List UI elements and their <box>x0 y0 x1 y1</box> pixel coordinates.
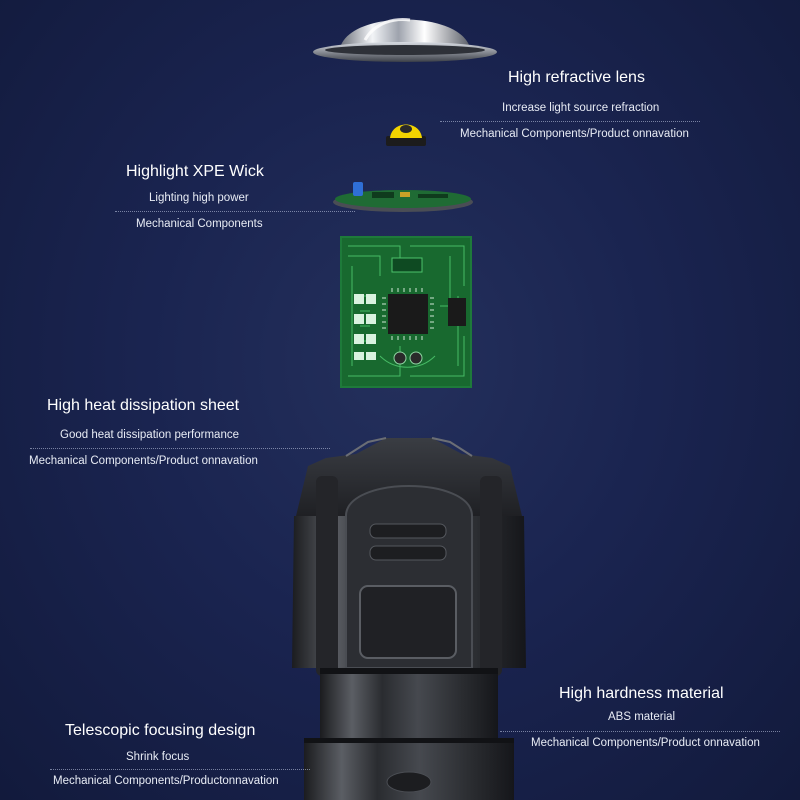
driver-board-image <box>333 182 473 212</box>
hardness-line1: ABS material <box>608 711 676 723</box>
heat-line2: Mechanical Components/Product onnavation <box>29 455 258 467</box>
focus-line1: Shrink focus <box>126 751 190 763</box>
lens-line1: Increase light source refraction <box>502 102 660 114</box>
lens-line2: Mechanical Components/Product onnavation <box>460 128 689 140</box>
focus-line2: Mechanical Components/Productonnavation <box>53 775 279 787</box>
wick-line1: Lighting high power <box>149 192 249 204</box>
heat-divider <box>30 448 330 449</box>
lens-title: High refractive lens <box>508 69 645 86</box>
heat-line1: Good heat dissipation performance <box>60 429 239 441</box>
hardness-title: High hardness material <box>559 685 724 702</box>
led-chip-image <box>386 124 426 146</box>
wick-line2: Mechanical Components <box>136 218 263 230</box>
lens-dome-image <box>313 18 497 62</box>
flashlight-body-image <box>292 437 526 800</box>
heat-title: High heat dissipation sheet <box>47 397 240 414</box>
hardness-divider <box>500 731 780 732</box>
wick-divider <box>115 211 355 212</box>
hardness-line2: Mechanical Components/Product onnavation <box>531 737 760 749</box>
lens-divider <box>440 121 700 122</box>
circuit-board-image <box>340 236 472 388</box>
focus-divider <box>50 769 310 770</box>
wick-title: Highlight XPE Wick <box>126 163 264 180</box>
focus-title: Telescopic focusing design <box>65 722 256 739</box>
